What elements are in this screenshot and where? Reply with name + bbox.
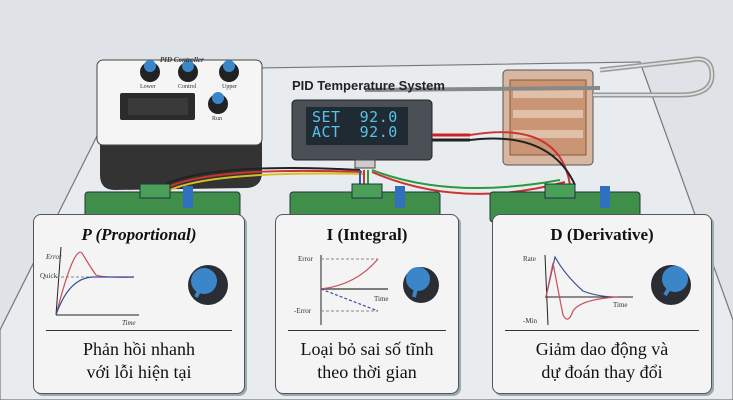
y-axis-label: Error [46, 253, 62, 261]
p-curve-blue [55, 276, 134, 316]
card-title: I (Integral) [326, 225, 408, 244]
mid-label: -Error [294, 307, 312, 315]
p-response-graph [55, 246, 228, 316]
desc-line: dự đoán thay đổi [541, 362, 663, 382]
act-value: 92.0 [359, 123, 398, 141]
display-readout: SET 92.0 ACT 92.0 [312, 110, 398, 140]
card-description: Giảm dao động và dự đoán thay đổi [493, 338, 711, 384]
y-axis-label: Error [298, 255, 313, 263]
card-integral: I (Integral) Error -Error Time Loại bỏ s… [275, 214, 459, 394]
y-axis-label: Rate [523, 255, 536, 263]
i-curve-red [320, 258, 379, 290]
knob-label: Run [212, 116, 223, 122]
desc-line: theo thời gian [317, 362, 417, 382]
mid-label: Quick [40, 272, 58, 280]
card-proportional: P (Proportional) Error Quick Time Phản h… [33, 214, 245, 394]
panel-title: PID Temperature System [292, 78, 445, 93]
y-axis [55, 246, 62, 316]
knob-icon [208, 92, 228, 114]
i-curve-blue [320, 288, 379, 312]
set-label: SET [312, 108, 341, 126]
i-response-graph [320, 255, 439, 325]
desc-line: Phản hồi nhanh [83, 339, 195, 359]
knob-label: Upper [222, 84, 237, 90]
desc-line: Loại bỏ sai số tĩnh [300, 339, 434, 359]
knob-label: Control [178, 84, 197, 90]
divider [46, 330, 232, 331]
d-curve-red [545, 262, 619, 320]
y-axis [544, 254, 549, 326]
knob-icon [219, 60, 239, 82]
tuning-knob-icon [651, 265, 691, 305]
divider [505, 330, 699, 331]
tuning-knob-icon [188, 265, 228, 305]
knob-label: Lower [140, 84, 156, 90]
card-title: D (Derivative) [550, 225, 654, 244]
controller-label: PID Controller [160, 56, 204, 64]
d-response-graph [544, 254, 691, 326]
card-description: Loại bỏ sai số tĩnh theo thời gian [276, 338, 458, 384]
pid-controller-box [96, 59, 263, 190]
x-axis-label: Time [122, 319, 136, 327]
card-description: Phản hồi nhanh với lỗi hiện tại [34, 338, 244, 384]
card-title: P (Proportional) [81, 225, 197, 244]
divider [288, 330, 446, 331]
tuning-knob-icon [403, 267, 439, 303]
knob-icon [178, 60, 198, 82]
card-derivative: D (Derivative) Rate -Min Time Giảm dao đ… [492, 214, 712, 394]
d-curve-blue [545, 255, 619, 298]
x-axis-label: Time [374, 295, 389, 303]
x-axis-label: Time [613, 301, 628, 309]
p-curve-red [55, 251, 135, 316]
desc-line: Giảm dao động và [535, 339, 669, 359]
knob-icon [140, 60, 160, 82]
temperature-display [291, 99, 470, 169]
heater-element [364, 56, 715, 166]
mid-label: -Min [523, 317, 537, 325]
desc-line: với lỗi hiện tại [86, 362, 192, 382]
set-value: 92.0 [359, 108, 398, 126]
act-label: ACT [312, 123, 341, 141]
